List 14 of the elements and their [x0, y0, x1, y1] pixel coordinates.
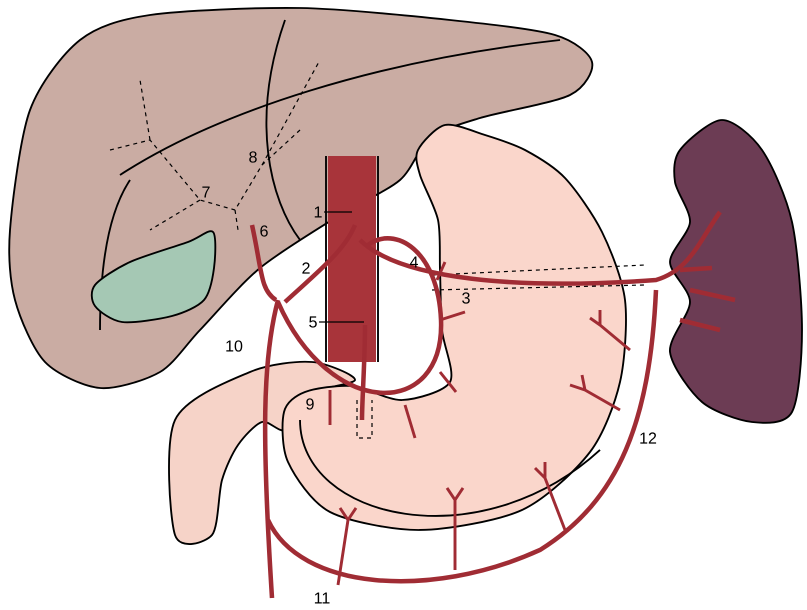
callout-number: 3 — [462, 292, 470, 304]
callout-number: 9 — [306, 398, 314, 410]
callout-number: 2 — [302, 262, 310, 274]
callout-number: 10 — [226, 340, 242, 352]
leader-line — [324, 211, 352, 213]
callout-number: 4 — [410, 256, 418, 268]
callout-number: 12 — [640, 432, 656, 444]
callout-number: 7 — [202, 186, 210, 198]
callout-number: 8 — [249, 151, 257, 163]
callout-number: 1 — [314, 206, 322, 218]
callout-number: 11 — [314, 592, 330, 604]
callout-number: 5 — [309, 316, 317, 328]
leader-line — [319, 321, 364, 323]
callout-number: 6 — [260, 225, 268, 237]
